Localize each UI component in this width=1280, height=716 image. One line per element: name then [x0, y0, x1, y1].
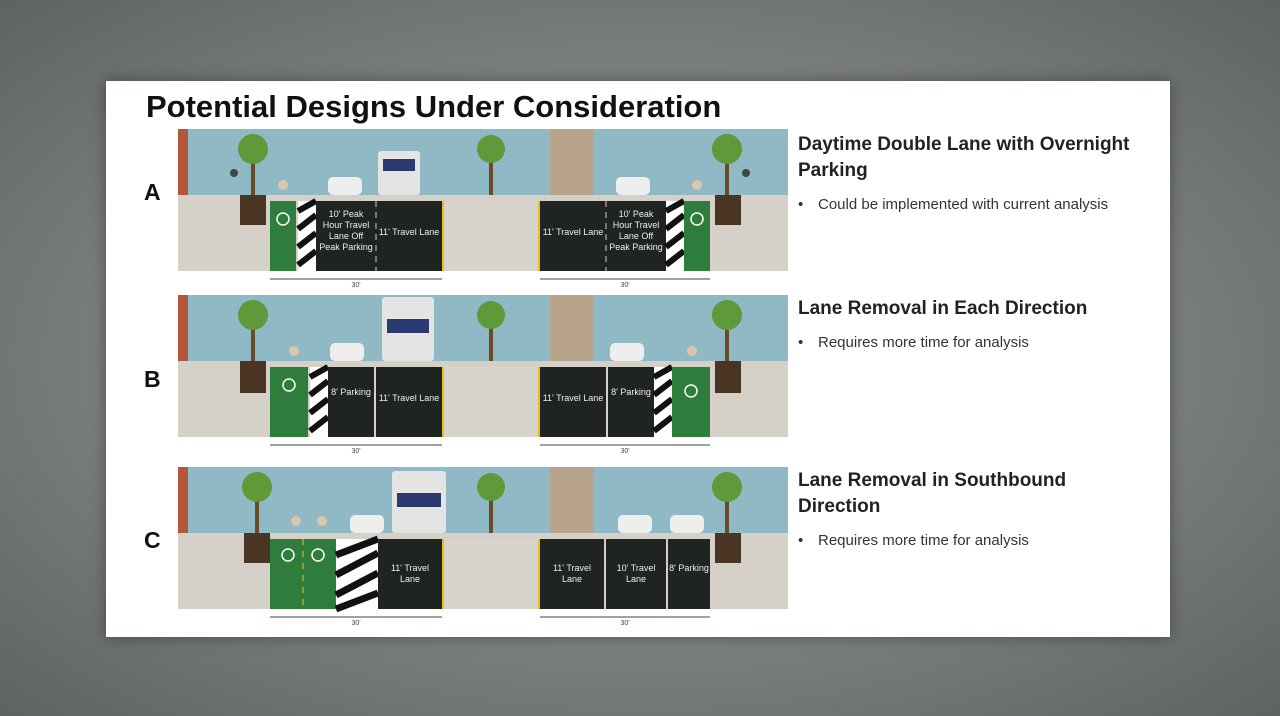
lane-label: 10' Peak Hour Travel Lane Off Peak Parki…	[609, 209, 663, 252]
tree-icon	[712, 300, 742, 361]
lane-label: 11' Travel Lane	[390, 563, 430, 584]
design-letter-a: A	[144, 179, 161, 205]
design-description-a: Daytime Double Lane with Overnight Parki…	[798, 132, 1138, 215]
design-heading: Lane Removal in Each Direction	[798, 298, 1088, 319]
tree-icon	[242, 472, 272, 533]
lane-label: 11' Travel Lane	[378, 227, 440, 237]
design-bullet: • Requires more time for analysis	[798, 334, 1029, 351]
design-letter-b: B	[144, 366, 161, 392]
left-width-label: 30'	[351, 448, 360, 455]
tree-icon	[712, 134, 742, 195]
design-heading: Daytime Double Lane with Overnight Parki…	[798, 134, 1130, 181]
design-letter-c: C	[144, 527, 161, 553]
lane-label: 11' Travel Lane	[378, 393, 440, 403]
left-width-label: 30'	[351, 282, 360, 289]
slide: Potential Designs Under Consideration A	[106, 81, 1170, 637]
lane-label: 11' Travel Lane	[552, 563, 592, 584]
lane-label: 10' Travel Lane	[616, 563, 656, 584]
bullet-icon: •	[798, 196, 804, 213]
design-bullet: • Requires more time for analysis	[798, 532, 1029, 549]
cross-section-illustration-b: 30' 30'	[178, 295, 788, 457]
right-width-label: 30'	[620, 448, 629, 455]
lane-label: 8' Parking	[331, 387, 371, 397]
bullet-icon: •	[798, 334, 804, 351]
lane-label: 10' Peak Hour Travel Lane Off Peak Parki…	[319, 209, 373, 252]
cross-section-illustration-a: 30' 30'	[178, 129, 788, 291]
lane-label: 8' Parking	[669, 563, 709, 573]
slide-title: Potential Designs Under Consideration	[146, 89, 722, 124]
lane-label: 8' Parking	[611, 387, 651, 397]
cross-section-illustration-c: 30' 30'	[178, 467, 788, 629]
design-bullet: • Could be implemented with current anal…	[798, 196, 1109, 213]
street-section-a: 30' 30' 10' Peak Hour Travel Lane Off Pe…	[178, 129, 788, 291]
street-section-b: 30' 30' 8' Parking 11' Travel Lane 11' T…	[178, 295, 788, 457]
street-section-c: 30' 30' 11' Travel Lane 11' Travel Lane …	[178, 467, 788, 629]
design-description-c: Lane Removal in Southbound Direction • R…	[798, 468, 1138, 551]
tree-icon	[477, 135, 505, 195]
design-description-b: Lane Removal in Each Direction • Require…	[798, 296, 1138, 353]
lane-label: 11' Travel Lane	[542, 393, 604, 403]
left-width-label: 30'	[351, 620, 360, 627]
tree-icon	[238, 300, 268, 361]
design-heading: Lane Removal in Southbound Direction	[798, 470, 1067, 517]
tree-icon	[712, 472, 742, 533]
lane-label: 11' Travel Lane	[542, 227, 604, 237]
bullet-icon: •	[798, 532, 804, 549]
tree-icon	[477, 473, 505, 533]
tree-icon	[238, 134, 268, 195]
right-width-label: 30'	[620, 282, 629, 289]
tree-icon	[477, 301, 505, 361]
right-width-label: 30'	[620, 620, 629, 627]
